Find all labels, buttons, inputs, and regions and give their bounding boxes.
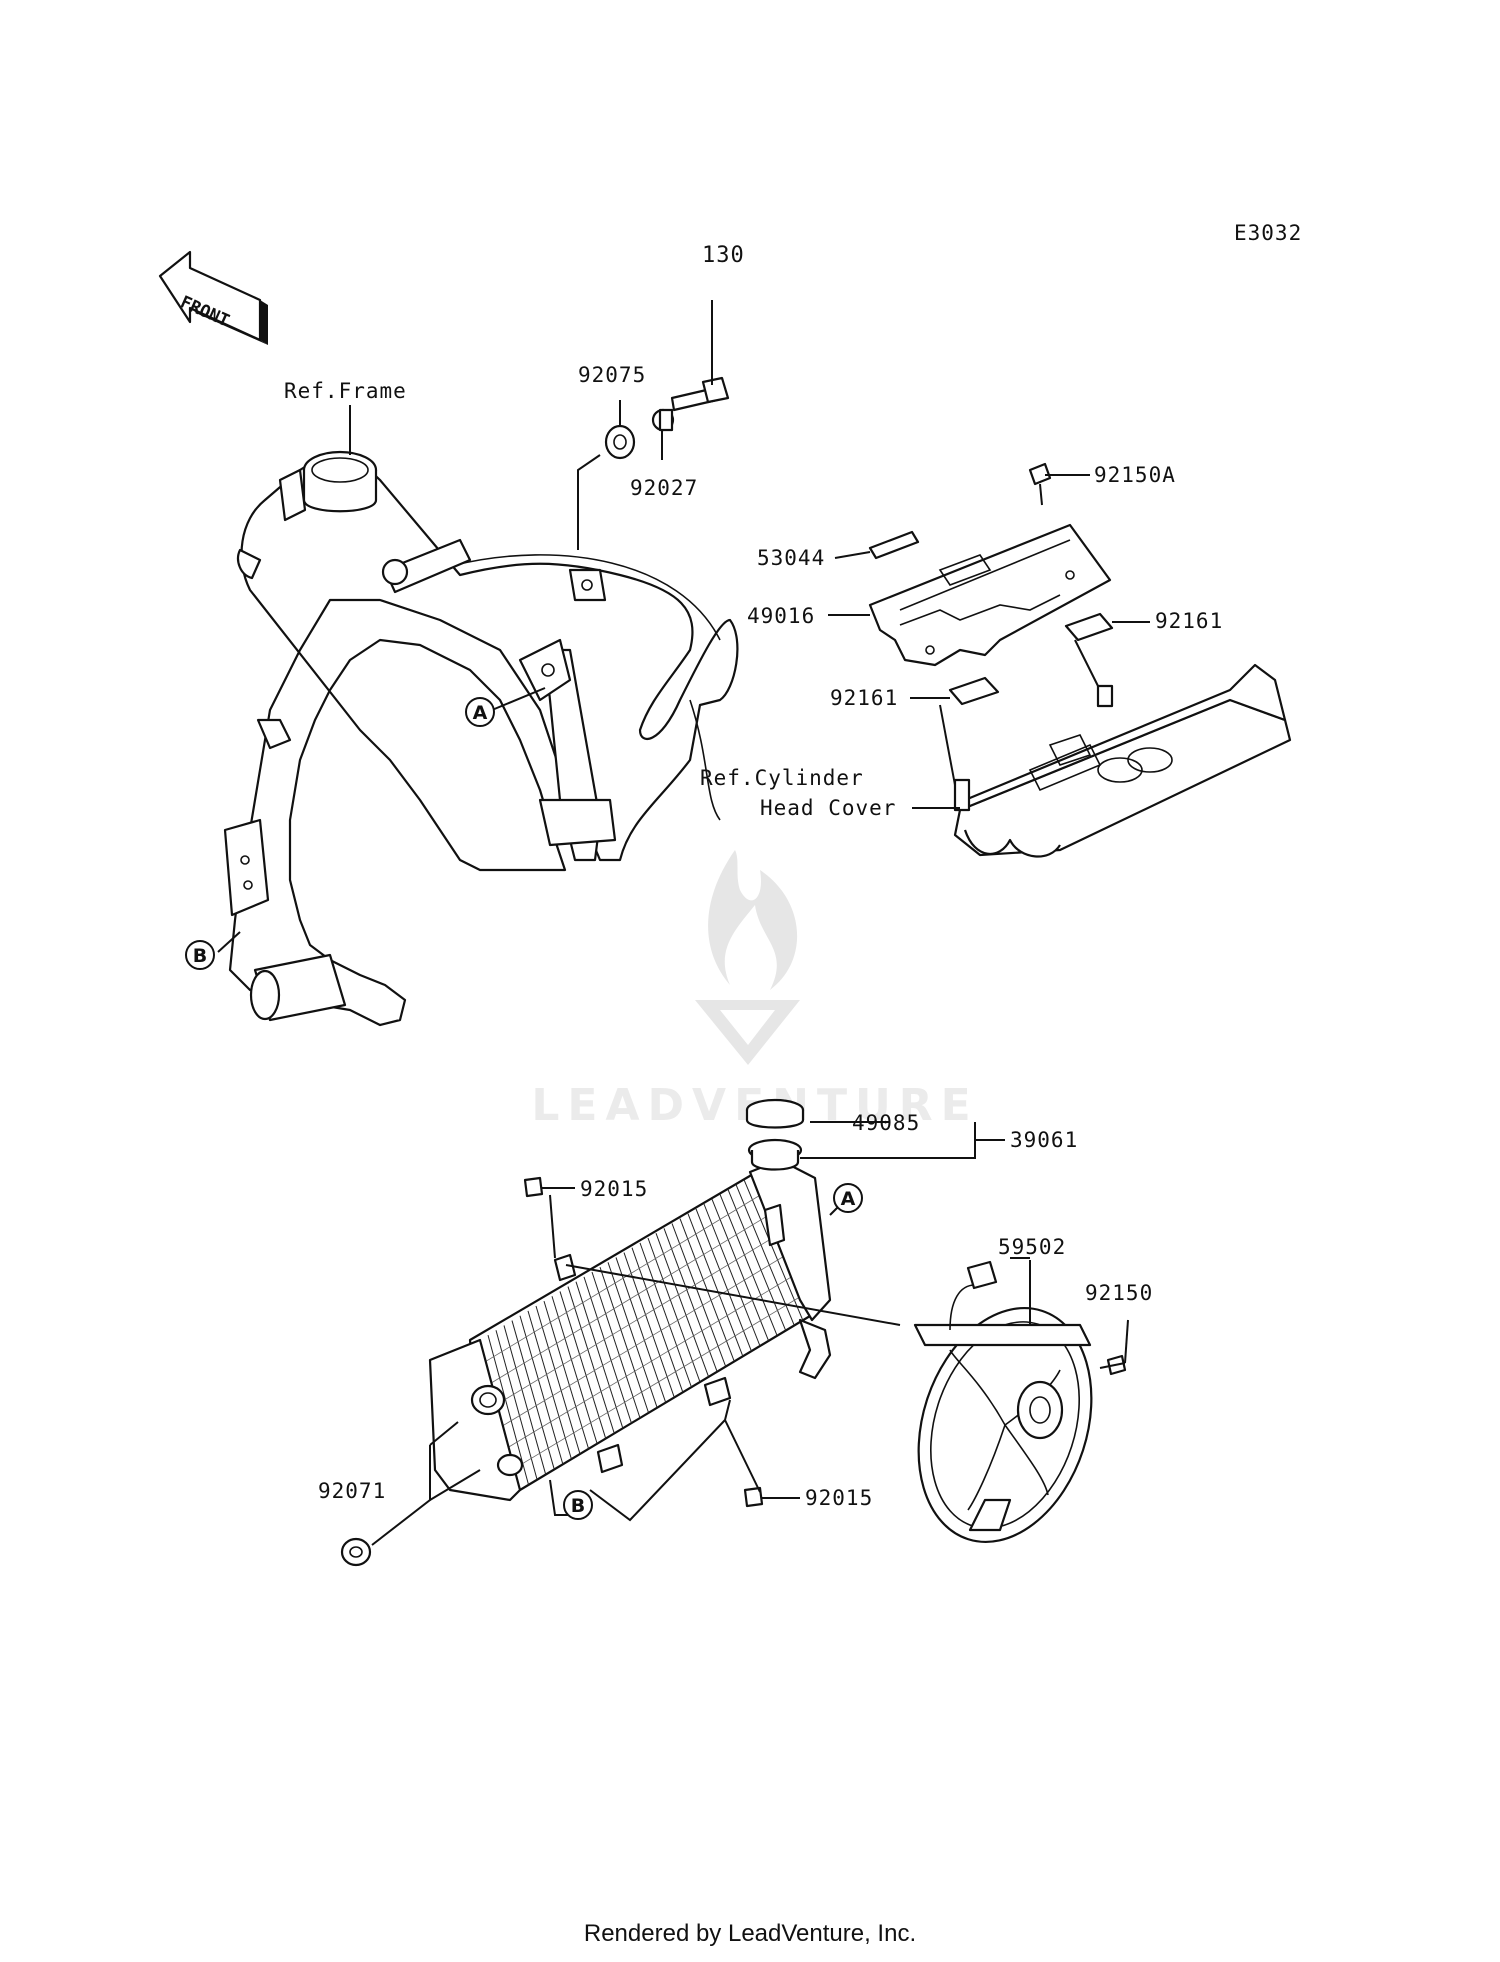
- nut-92015-top: [523, 1176, 544, 1198]
- part-49016-label: 49016: [747, 604, 815, 628]
- pad-92161-right: [1064, 612, 1114, 642]
- radiator-fin-line: [615, 1257, 667, 1403]
- radiator-fin-line: [575, 1281, 624, 1429]
- part-92071-label: 92071: [318, 1479, 386, 1503]
- callout-b-radiator: B: [563, 1490, 593, 1520]
- page-reference: 130: [702, 243, 745, 268]
- radiator-assembly: [428, 1138, 832, 1502]
- radiator-fin-line: [487, 1335, 530, 1485]
- grommet-92071: [340, 1537, 372, 1567]
- fan-motor-59502: [913, 1260, 1093, 1544]
- radiator-fin-line: [671, 1223, 727, 1367]
- radiator-fin-line: [543, 1300, 590, 1450]
- svg-text:B: B: [193, 945, 207, 967]
- radiator-fin-line: [511, 1320, 555, 1470]
- radiator-core-line: [496, 1229, 786, 1405]
- pad-92161-left: [948, 676, 1000, 706]
- radiator-fin-line: [527, 1310, 572, 1460]
- diagram-code: E3032: [1234, 221, 1302, 245]
- radiator-fin-line: [519, 1315, 564, 1465]
- part-92161-right-label: 92161: [1155, 609, 1223, 633]
- radiator-fin-line: [559, 1291, 607, 1439]
- part-92150-label: 92150: [1085, 1281, 1153, 1305]
- ref-cylinder-label-line1: Ref.Cylinder: [700, 766, 864, 790]
- ref-cylinder-label-line2: Head Cover: [760, 796, 896, 820]
- part-39061-label: 39061: [1010, 1128, 1078, 1152]
- heat-shield-49016: [868, 523, 1112, 667]
- radiator-fin-line: [695, 1208, 752, 1352]
- radiator-fin-line: [743, 1179, 804, 1321]
- collar-92027: [651, 408, 675, 432]
- radiator-fin-line: [631, 1247, 684, 1393]
- part-92015-top-label: 92015: [580, 1177, 648, 1201]
- cylinder-head-cover: [953, 663, 1292, 858]
- part-49085-label: 49085: [852, 1111, 920, 1135]
- ref-frame-label: Ref.Frame: [284, 379, 407, 403]
- part-92027-label: 92027: [630, 476, 698, 500]
- rubber-53044: [868, 530, 920, 560]
- radiator-fin-line: [719, 1194, 778, 1336]
- nut-92015-bottom: [743, 1486, 764, 1508]
- radiator-fin-line: [551, 1296, 598, 1444]
- svg-text:A: A: [841, 1188, 856, 1210]
- radiator-fin-line: [607, 1262, 658, 1408]
- radiator-core-line: [502, 1249, 795, 1427]
- radiator-fin-line: [703, 1203, 761, 1347]
- grommet-92075: [604, 424, 636, 460]
- radiator-fin-line: [599, 1266, 650, 1414]
- bolt-92150A: [1028, 462, 1052, 506]
- radiator-fin-line: [639, 1242, 692, 1388]
- cap-49085: [745, 1098, 805, 1129]
- radiator-fin-line: [503, 1325, 547, 1475]
- frame-illustration: [223, 450, 739, 1027]
- radiator-fin-line: [655, 1232, 710, 1378]
- radiator-fin-line: [567, 1286, 615, 1434]
- radiator-fin-line: [663, 1228, 718, 1372]
- radiator-core-line: [491, 1209, 778, 1384]
- radiator-fin-line: [495, 1330, 538, 1480]
- radiator-core-line: [514, 1289, 812, 1469]
- radiator-fin-line: [591, 1271, 641, 1419]
- callout-b-frame: B: [185, 940, 215, 970]
- callout-a-radiator: A: [833, 1183, 863, 1213]
- radiator-fin-line: [687, 1213, 744, 1357]
- radiator-fin-line: [711, 1198, 770, 1342]
- footer-credit: Rendered by LeadVenture, Inc.: [583, 1920, 917, 1947]
- radiator-fin-line: [535, 1305, 581, 1455]
- leadventure-watermark: LEADVENTURE: [531, 850, 971, 1131]
- bolt-frame-top: [670, 376, 730, 412]
- part-92150A-label: 92150A: [1094, 463, 1176, 487]
- svg-text:B: B: [571, 1495, 585, 1517]
- part-92015-bottom-label: 92015: [805, 1486, 873, 1510]
- svg-text:A: A: [473, 702, 488, 724]
- radiator-fin-line: [647, 1237, 701, 1383]
- radiator-fin-line: [583, 1276, 632, 1424]
- callout-a-frame: A: [465, 697, 495, 727]
- part-92161-left-label: 92161: [830, 686, 898, 710]
- part-59502-label: 59502: [998, 1235, 1066, 1259]
- radiator-fin-line: [735, 1184, 795, 1326]
- part-92075-label: 92075: [578, 363, 646, 387]
- radiator-fin-line: [727, 1189, 787, 1331]
- front-arrow-icon: FRONT: [158, 250, 268, 345]
- part-53044-label: 53044: [757, 546, 825, 570]
